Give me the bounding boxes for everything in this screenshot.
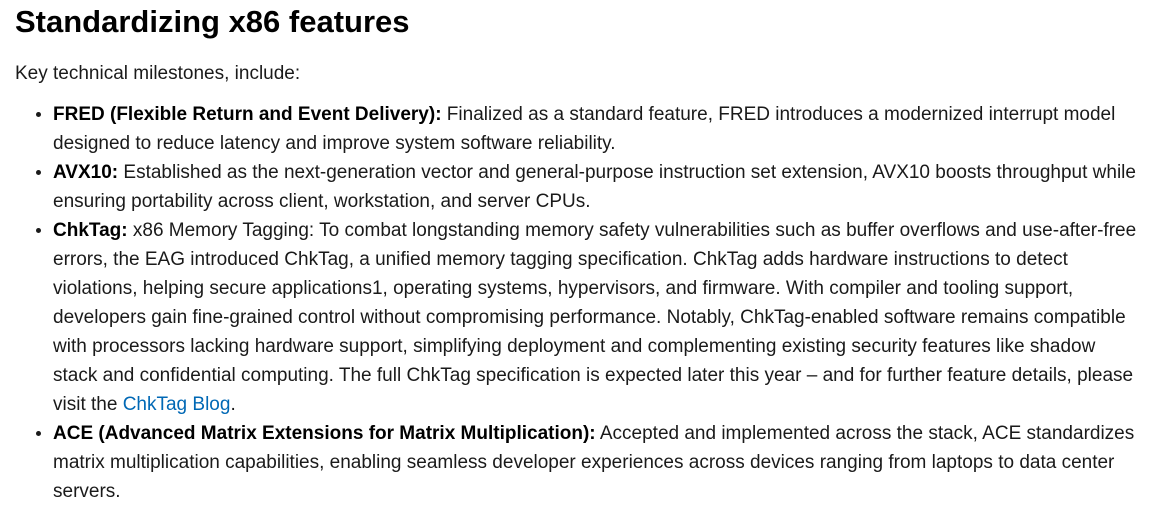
item-text-end: . (230, 394, 236, 415)
section-heading: Standardizing x86 features (15, 4, 410, 39)
item-term: ChkTag: (53, 220, 128, 241)
list-item-chktag: ChkTag: x86 Memory Tagging: To combat lo… (53, 216, 1140, 419)
list-item-fred: FRED (Flexible Return and Event Delivery… (53, 100, 1140, 158)
milestones-list: FRED (Flexible Return and Event Delivery… (15, 100, 1140, 506)
item-text: Accepted and implemented across the stac… (53, 423, 1135, 502)
item-term: AVX10: (53, 162, 119, 183)
list-item-ace: ACE (Advanced Matrix Extensions for Matr… (53, 419, 1140, 506)
item-text: Established as the next-generation vecto… (53, 162, 1136, 212)
item-text: x86 Memory Tagging: To combat longstandi… (53, 220, 1137, 415)
item-term: ACE (Advanced Matrix Extensions for Matr… (53, 423, 596, 444)
item-text: Finalized as a standard feature, FRED in… (53, 104, 1116, 154)
item-term: FRED (Flexible Return and Event Delivery… (53, 104, 442, 125)
chktag-blog-link[interactable]: ChkTag Blog (122, 394, 231, 415)
intro-paragraph: Key technical milestones, include: (15, 63, 301, 84)
list-item-avx10: AVX10: Established as the next-generatio… (53, 158, 1140, 216)
